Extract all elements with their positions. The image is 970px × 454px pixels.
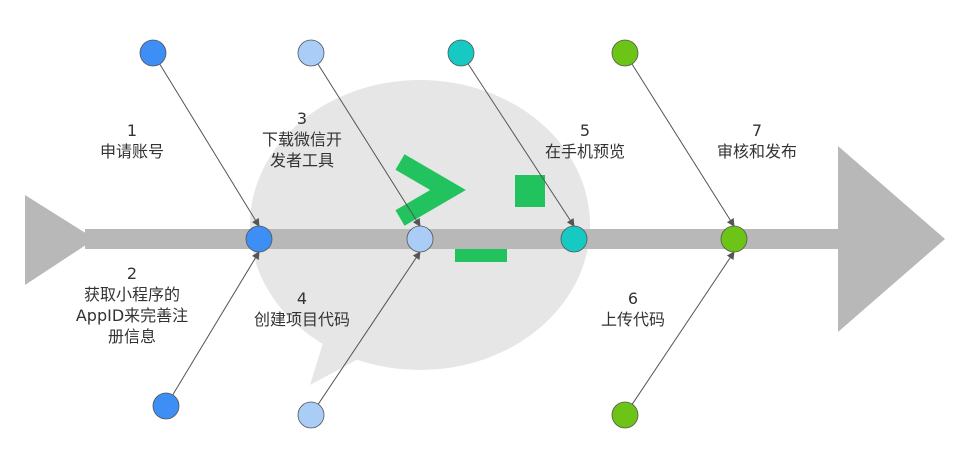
connector-step-6 <box>631 251 735 405</box>
spine-bar <box>85 229 850 249</box>
step-number: 2 <box>126 264 138 283</box>
step-4-label: 4 创建项目代码 <box>232 288 372 330</box>
step-2-label: 2 获取小程序的 AppID来完善注 册信息 <box>62 263 202 347</box>
timeline-spine <box>25 146 945 332</box>
connector-lines <box>159 63 735 405</box>
connector-step-7 <box>631 63 735 227</box>
step-nodes <box>139 39 748 429</box>
step-text: 在手机预览 <box>544 142 625 161</box>
connector-step-3 <box>317 63 421 227</box>
step-text: 申请账号 <box>99 142 164 161</box>
step-1-end-node <box>139 39 167 67</box>
spine-head-arrow <box>838 146 945 332</box>
step-3-end-node <box>297 39 325 67</box>
step-6-label: 6 上传代码 <box>563 288 703 330</box>
step-5-label: 5 在手机预览 <box>515 120 655 162</box>
terminal-prompt-icon <box>395 154 545 262</box>
step-number: 4 <box>296 289 308 308</box>
step-5-end-node <box>447 39 475 67</box>
connector-step-1 <box>159 63 260 227</box>
step-3-label: 3 下载微信开 发者工具 <box>232 108 372 171</box>
step-3-spine-node <box>406 225 434 253</box>
step-number: 7 <box>751 121 763 140</box>
connector-step-4 <box>317 251 421 405</box>
step-text: 创建项目代码 <box>253 310 350 329</box>
spine-tail <box>25 195 95 285</box>
step-7-end-node <box>611 39 639 67</box>
step-4-end-node <box>297 401 325 429</box>
step-text: 下载微信开 发者工具 <box>261 130 342 170</box>
step-text: 审核和发布 <box>716 142 797 161</box>
step-number: 1 <box>126 121 138 140</box>
step-1-spine-node <box>245 225 273 253</box>
step-7-spine-node <box>720 225 748 253</box>
step-text: 获取小程序的 AppID来完善注 册信息 <box>75 285 189 346</box>
step-2-end-node <box>152 392 180 420</box>
step-5-spine-node <box>560 225 588 253</box>
step-1-label: 1 申请账号 <box>62 120 202 162</box>
connector-step-2 <box>172 251 260 396</box>
step-number: 5 <box>579 121 591 140</box>
step-7-label: 7 审核和发布 <box>687 120 827 162</box>
connector-step-5 <box>467 63 575 227</box>
step-text: 上传代码 <box>600 310 665 329</box>
step-6-end-node <box>611 401 639 429</box>
step-number: 3 <box>296 109 308 128</box>
step-number: 6 <box>627 289 639 308</box>
